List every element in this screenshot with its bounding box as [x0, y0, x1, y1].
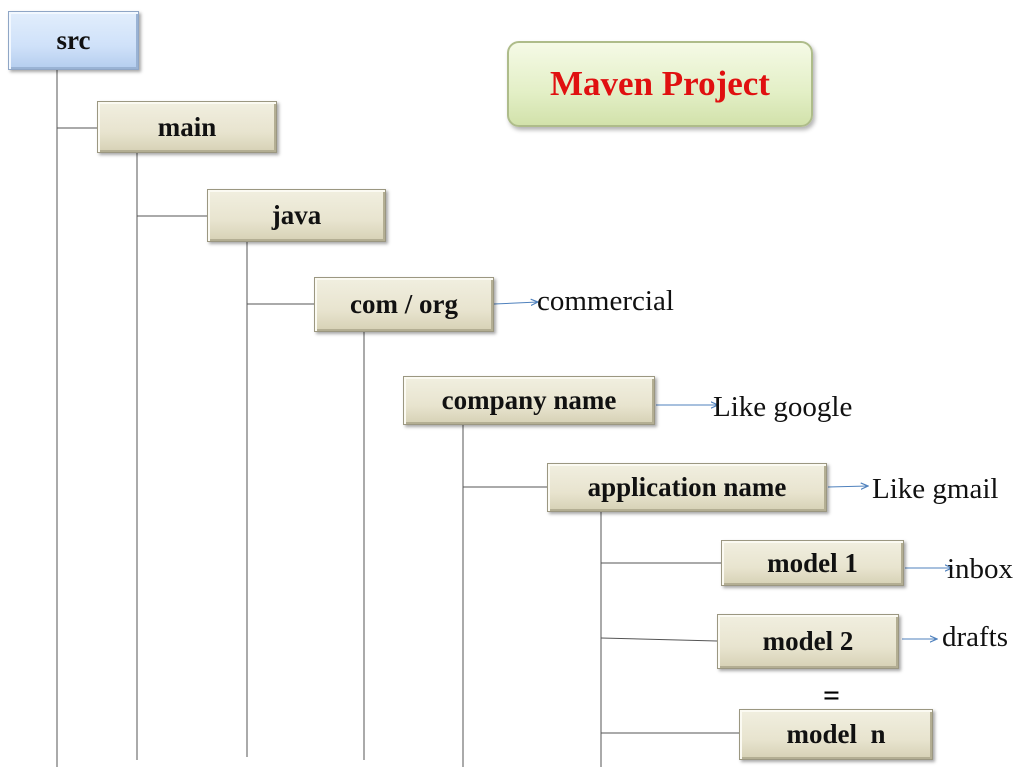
node-main: main: [97, 101, 277, 153]
node-java: java: [207, 189, 386, 242]
arrow-application-name: [827, 486, 868, 487]
note-like-gmail: Like gmail: [872, 473, 999, 505]
note-like-google: Like google: [713, 391, 853, 423]
branch-model-2: [600, 637, 718, 642]
node-model-2: model 2: [717, 614, 899, 669]
node-com-org: com / org: [314, 277, 494, 332]
node-company-name: company name: [403, 376, 655, 425]
node-model-1: model 1: [721, 540, 904, 586]
node-application-name: application name: [547, 463, 827, 512]
node-model-n: model n: [739, 709, 933, 760]
diagram-title: Maven Project: [507, 41, 813, 127]
note-drafts: drafts: [942, 621, 1009, 653]
note-commercial: commercial: [537, 285, 674, 317]
note-inbox: inbox: [947, 553, 1014, 585]
node-src: src: [8, 11, 139, 70]
ellipsis-equals: =: [823, 679, 841, 712]
arrow-com-org: [493, 302, 538, 304]
